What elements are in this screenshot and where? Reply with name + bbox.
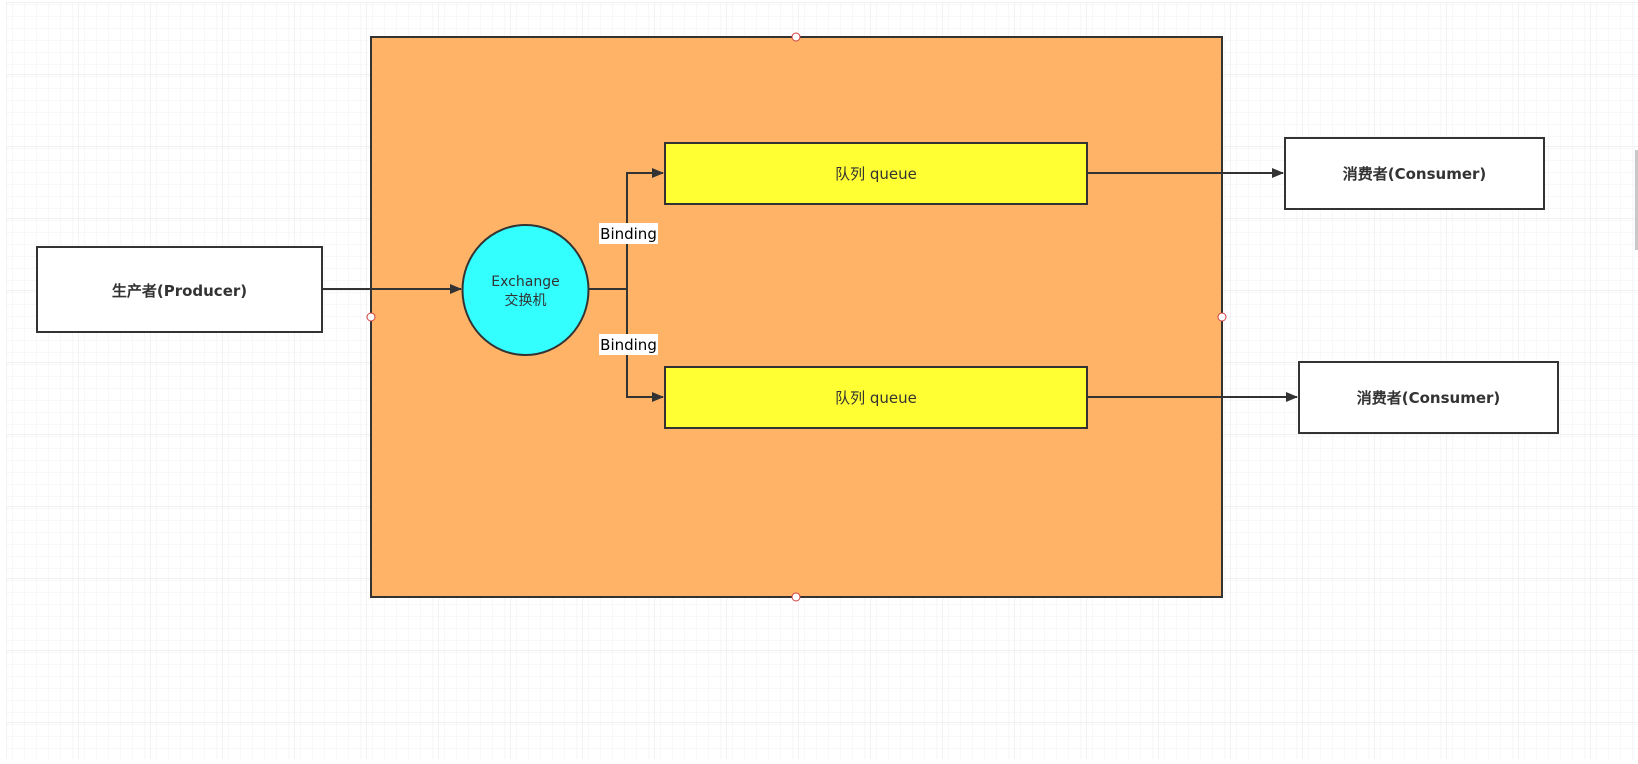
queue-label-1: 队列 queue xyxy=(835,165,917,183)
binding-label-1-bg xyxy=(599,223,658,244)
exchange-to-queue-2-arrow[interactable] xyxy=(626,289,664,402)
producer-label: 生产者(Producer) xyxy=(112,282,247,300)
producer-box[interactable] xyxy=(36,246,323,333)
resize-handle-top[interactable] xyxy=(791,32,801,42)
exchange-label-cn: 交换机 xyxy=(505,292,547,309)
vertical-scrollbar[interactable] xyxy=(1635,150,1638,250)
consumer-box-2[interactable] xyxy=(1298,361,1559,434)
binding-label-1: Binding xyxy=(600,225,657,243)
binding-label-2-bg xyxy=(599,334,658,355)
queue-label-2: 队列 queue xyxy=(835,389,917,407)
consumer-label-2: 消费者(Consumer) xyxy=(1357,389,1501,407)
exchange-node[interactable] xyxy=(461,224,590,356)
consumer-label-1: 消费者(Consumer) xyxy=(1343,165,1487,183)
binding-label-2: Binding xyxy=(600,336,657,354)
resize-handle-right[interactable] xyxy=(1217,312,1227,322)
resize-handle-bottom[interactable] xyxy=(791,592,801,602)
consumer-box-1[interactable] xyxy=(1284,137,1545,210)
queue-box-2[interactable] xyxy=(664,366,1088,429)
resize-handle-left[interactable] xyxy=(366,312,376,322)
exchange-label-en: Exchange xyxy=(491,274,559,290)
